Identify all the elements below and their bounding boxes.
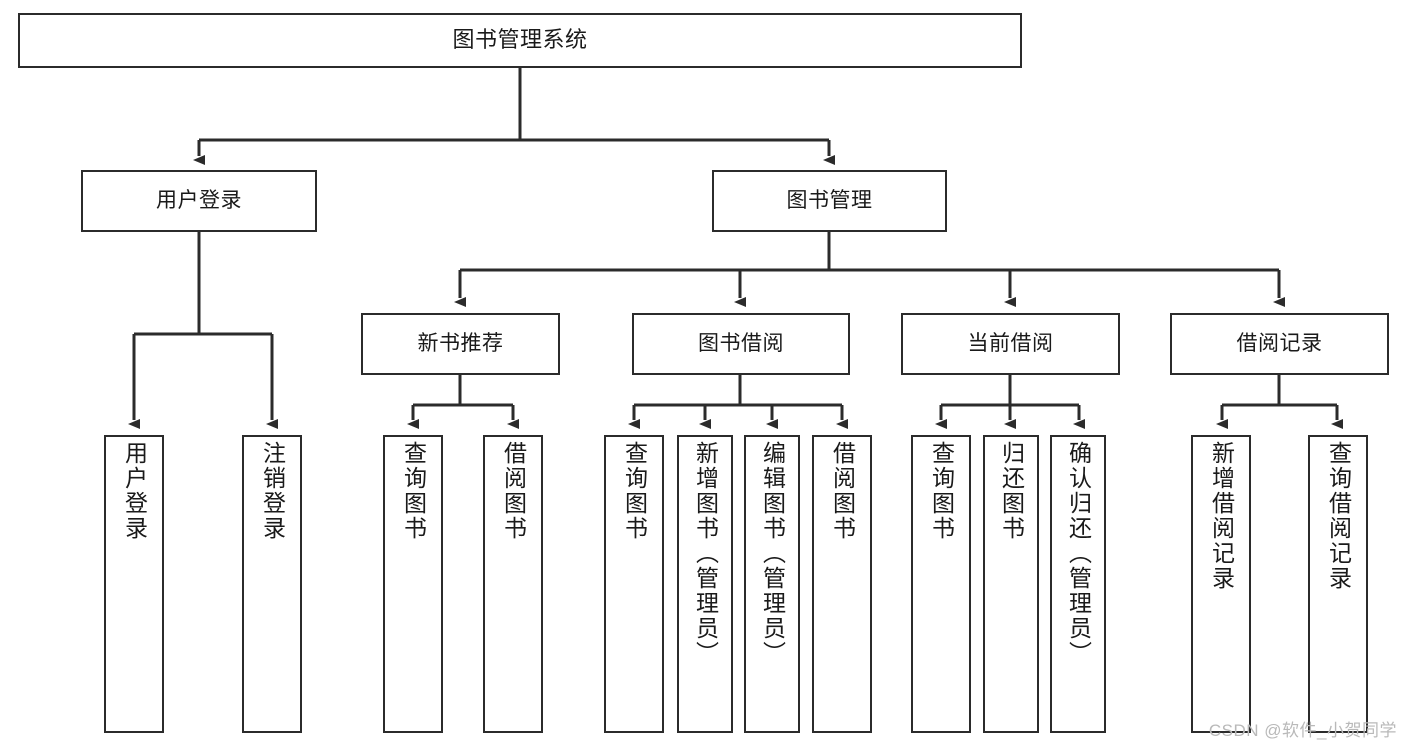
leaf-query-book-3[interactable]: 查询图书 xyxy=(911,435,971,733)
node-borrow-record-label: 借阅记录 xyxy=(1236,332,1323,356)
node-new-book-recommend-label: 新书推荐 xyxy=(417,332,504,356)
leaf-add-record-label: 新增借阅记录 xyxy=(1208,441,1235,591)
leaf-add-record[interactable]: 新增借阅记录 xyxy=(1191,435,1251,733)
leaf-query-record-label: 查询借阅记录 xyxy=(1325,441,1352,591)
leaf-borrow-book-1-label: 借阅图书 xyxy=(500,441,527,541)
leaf-query-book-2[interactable]: 查询图书 xyxy=(604,435,664,733)
node-book-management-label: 图书管理 xyxy=(786,189,873,213)
leaf-query-book-1[interactable]: 查询图书 xyxy=(383,435,443,733)
leaf-return-book[interactable]: 归还图书 xyxy=(983,435,1039,733)
leaf-logout-login[interactable]: 注销登录 xyxy=(242,435,302,733)
node-current-borrow[interactable]: 当前借阅 xyxy=(901,313,1120,375)
leaf-query-book-1-label: 查询图书 xyxy=(400,441,427,541)
leaf-edit-book-label: 编辑图书（管理员） xyxy=(759,441,786,666)
leaf-query-book-2-label: 查询图书 xyxy=(621,441,648,541)
leaf-logout-login-label: 注销登录 xyxy=(259,441,286,541)
node-user-login-label: 用户登录 xyxy=(156,189,242,213)
node-borrow-record[interactable]: 借阅记录 xyxy=(1170,313,1389,375)
leaf-confirm-return[interactable]: 确认归还（管理员） xyxy=(1050,435,1106,733)
node-book-borrow-label: 图书借阅 xyxy=(698,332,784,356)
leaf-return-book-label: 归还图书 xyxy=(998,441,1025,541)
leaf-borrow-book-1[interactable]: 借阅图书 xyxy=(483,435,543,733)
leaf-borrow-book-2[interactable]: 借阅图书 xyxy=(812,435,872,733)
leaf-query-record[interactable]: 查询借阅记录 xyxy=(1308,435,1368,733)
leaf-query-book-3-label: 查询图书 xyxy=(928,441,955,541)
leaf-edit-book[interactable]: 编辑图书（管理员） xyxy=(744,435,800,733)
node-book-management[interactable]: 图书管理 xyxy=(712,170,947,232)
node-current-borrow-label: 当前借阅 xyxy=(967,332,1054,356)
leaf-add-book-label: 新增图书（管理员） xyxy=(692,441,719,666)
leaf-borrow-book-2-label: 借阅图书 xyxy=(829,441,856,541)
leaf-user-login[interactable]: 用户登录 xyxy=(104,435,164,733)
watermark-text: CSDN @软件_小贺同学 xyxy=(1208,721,1397,740)
leaf-add-book[interactable]: 新增图书（管理员） xyxy=(677,435,733,733)
node-root-label: 图书管理系统 xyxy=(452,27,588,53)
node-user-login[interactable]: 用户登录 xyxy=(81,170,317,232)
leaf-user-login-label: 用户登录 xyxy=(121,441,148,541)
node-root[interactable]: 图书管理系统 xyxy=(18,13,1022,68)
node-new-book-recommend[interactable]: 新书推荐 xyxy=(361,313,560,375)
leaf-confirm-return-label: 确认归还（管理员） xyxy=(1065,441,1092,666)
node-book-borrow[interactable]: 图书借阅 xyxy=(632,313,850,375)
